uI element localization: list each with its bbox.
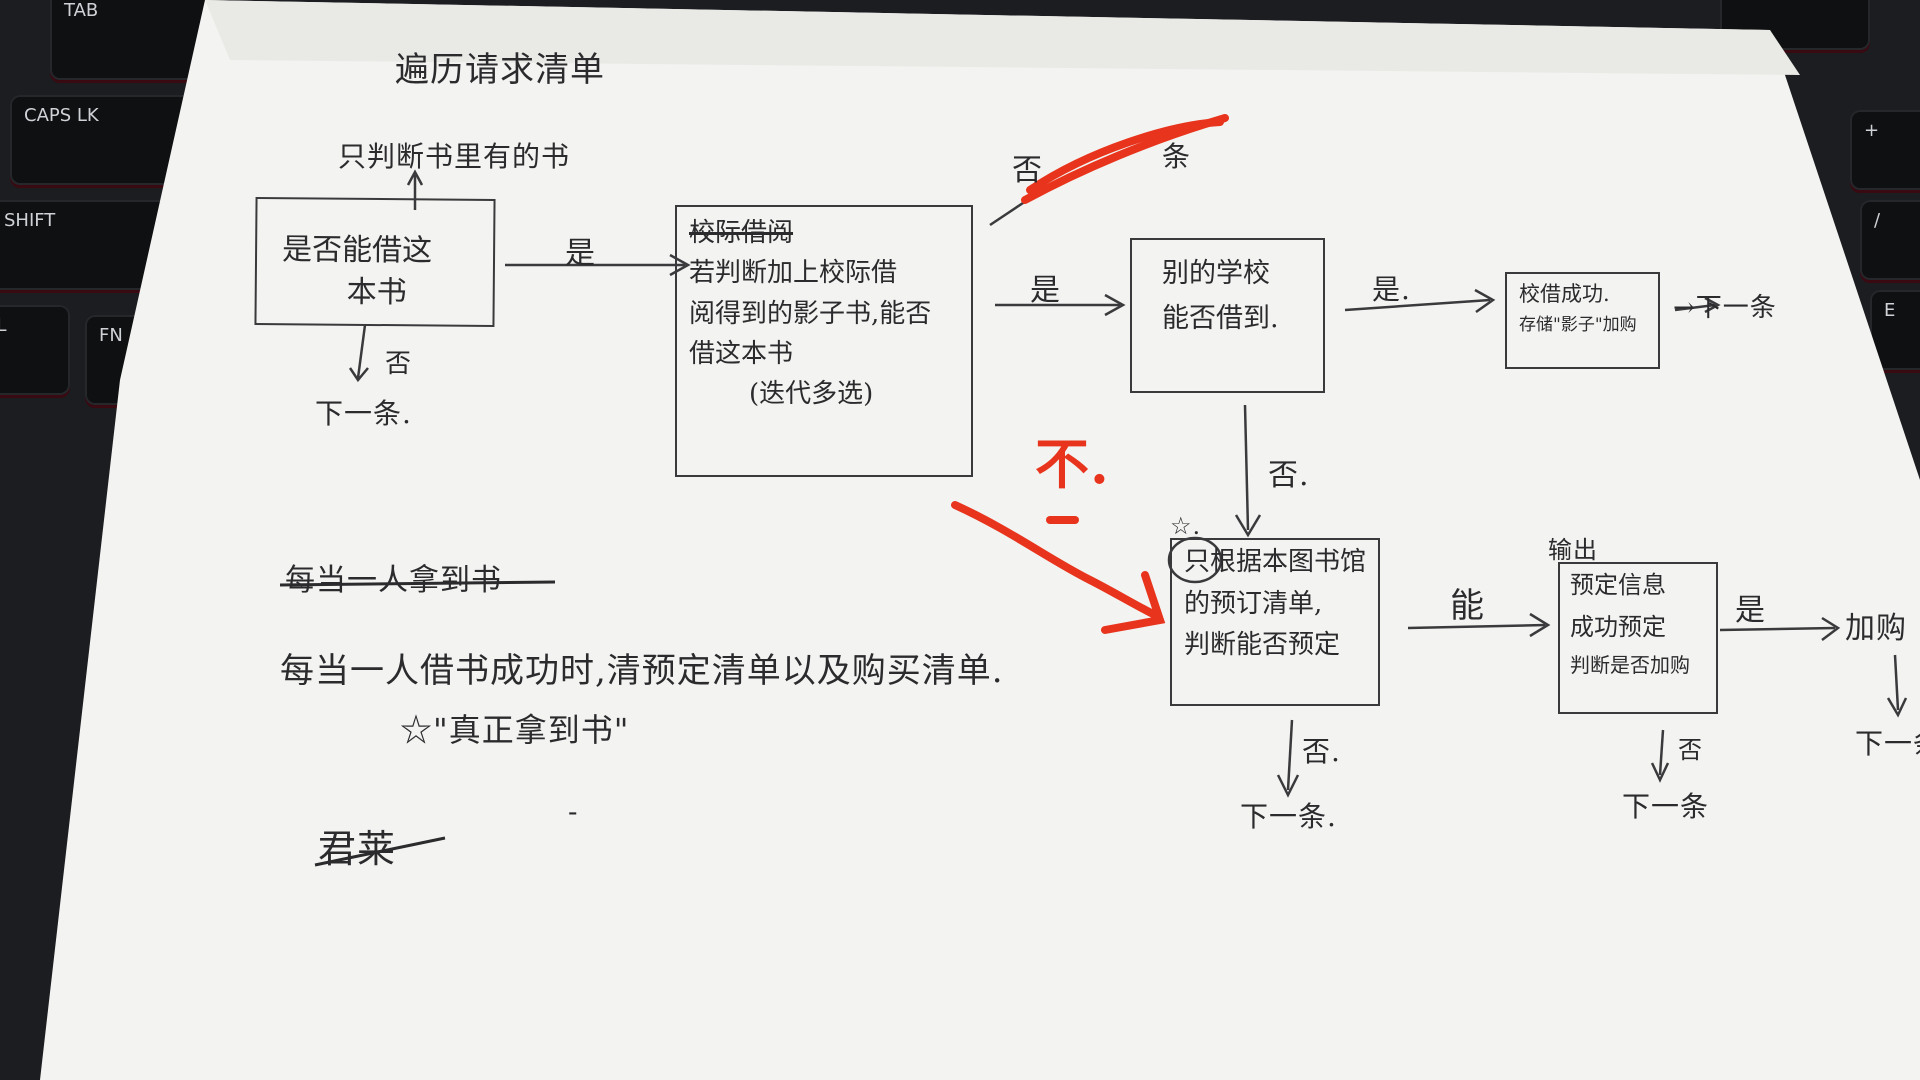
key-caps-lock: CAPS LK: [10, 95, 200, 185]
box-interlibrary: 校际借阅 若判断加上校际借 阅得到的影子书,能否 借这本书 (迭代多选): [675, 205, 973, 477]
box-school-borrow-next: →下一条: [1673, 293, 1777, 323]
box-output: 预定信息 成功预定 判断是否加购: [1558, 562, 1718, 714]
box-output-next: 下一条: [1622, 790, 1710, 823]
add-buy-label: 加购: [1845, 611, 1907, 646]
box-reserve-no-label: 否.: [1302, 735, 1341, 768]
box-other-school-line1: 别的学校: [1162, 258, 1270, 289]
top-no-label: 否: [1012, 153, 1043, 188]
box-reserve-check: 只根据本图书馆 的预订清单, 判断能否预定: [1170, 538, 1380, 706]
edge-can: 能: [1450, 586, 1485, 626]
key-ctrl: RL: [0, 305, 70, 395]
edge-yes-2: 是: [1030, 273, 1061, 308]
box-interlibrary-line4: 借这本书: [689, 338, 794, 369]
red-no-note: 不.: [1035, 432, 1110, 496]
stray-dash: -: [568, 795, 579, 828]
top-no-end: 条: [1162, 140, 1192, 173]
box-can-borrow: 是否能借这 本书: [254, 196, 496, 328]
box-school-borrow-line1: 校借成功.: [1519, 282, 1610, 306]
strike-lines: [279, 580, 556, 867]
box-output-line3: 判断是否加购: [1570, 653, 1690, 677]
edge-yes-1: 是: [565, 236, 596, 271]
box-interlibrary-line3: 阅得到的影子书,能否: [689, 298, 932, 329]
box-can-borrow-line2: 本书: [346, 274, 407, 311]
flow-arrows: [348, 169, 1908, 798]
key-label: FN: [99, 325, 123, 346]
box-interlibrary-line5: (迭代多选): [749, 379, 874, 410]
reserve-star: ☆.: [1170, 512, 1202, 540]
key-slash: /: [1860, 200, 1920, 280]
box-output-label: 输出: [1548, 536, 1598, 564]
edge-yes-4: 是: [1735, 593, 1766, 628]
key-label: +: [1864, 120, 1880, 141]
box-school-borrow-line2: 存储"影子"加购: [1519, 314, 1637, 335]
key-label: CAPS LK: [24, 105, 99, 126]
box-can-borrow-no-label: 否: [385, 349, 413, 379]
key-tab: TAB: [50, 0, 210, 80]
sub-note: ☆"真正拿到书": [400, 711, 630, 749]
key-plus: +: [1850, 110, 1920, 190]
box-interlibrary-line2: 若判断加上校际借: [689, 258, 898, 289]
box-output-no-label: 否: [1678, 736, 1703, 764]
key-label: TAB: [64, 0, 99, 21]
main-note: 每当一人借书成功时,清预定清单以及购买清单.: [280, 651, 1004, 691]
box-reserve-line2: 的预订清单,: [1184, 588, 1323, 619]
edge-yes-3: 是.: [1372, 273, 1411, 306]
top-note: 只判断书里有的书: [338, 140, 571, 173]
box-other-school-no-label: 否.: [1268, 458, 1310, 493]
key-label: SHIFT: [4, 210, 56, 231]
box-can-borrow-line1: 是否能借这: [281, 232, 433, 269]
struck-bottom-note: 君莱: [318, 827, 397, 871]
add-buy-next: 下一条: [1855, 727, 1920, 760]
struck-note: 每当一人拿到书: [285, 563, 502, 598]
box-reserve-line3: 判断能否预定: [1184, 630, 1341, 661]
red-annotations: [951, 114, 1229, 634]
box-school-borrow-success: 校借成功. 存储"影子"加购: [1505, 272, 1660, 369]
box-output-line1: 预定信息: [1570, 571, 1666, 599]
box-reserve-line1: 只根据本图书馆: [1184, 547, 1367, 577]
box-other-school: 别的学校 能否借到.: [1130, 238, 1325, 393]
box-reserve-next: 下一条.: [1240, 800, 1337, 833]
diagram-title: 遍历请求清单: [395, 50, 605, 90]
box-can-borrow-next: 下一条.: [315, 397, 412, 430]
key-label: RL: [0, 315, 7, 336]
key-label: E: [1884, 300, 1896, 321]
box-output-line2: 成功预定: [1570, 613, 1666, 641]
box-other-school-line2: 能否借到.: [1162, 302, 1279, 334]
box-interlibrary-heading: 校际借阅: [689, 218, 794, 248]
key-label: /: [1874, 210, 1881, 231]
